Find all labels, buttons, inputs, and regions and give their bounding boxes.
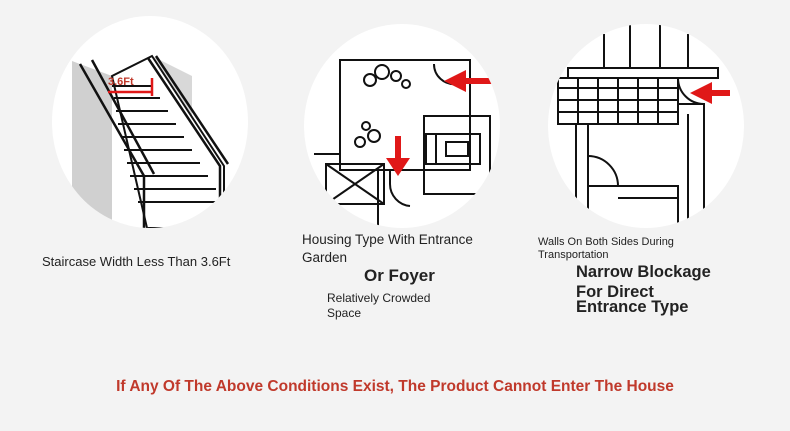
- floor-plan-caption-line2: Garden: [302, 250, 348, 265]
- floor-plan-illustration: [304, 24, 500, 228]
- narrow-walls-caption-big-line3: Entrance Type: [576, 298, 689, 316]
- floor-plan-caption-big: Or Foyer: [364, 266, 435, 285]
- staircase-illustration: 3.6Ft: [52, 16, 248, 228]
- narrow-walls-illustration: [548, 24, 744, 228]
- floor-plan-caption-small-line1: Relatively Crowded: [327, 291, 431, 305]
- staircase-caption: Staircase Width Less Than 3.6Ft: [42, 254, 231, 269]
- narrow-walls-icon: [557, 24, 730, 228]
- staircase-width-label: 3.6Ft: [108, 76, 134, 88]
- floor-plan-garden-icon: [314, 59, 494, 228]
- narrow-walls-caption-small-line1: Walls On Both Sides During: [538, 236, 674, 248]
- floor-plan-caption-small-line2: Space: [327, 306, 362, 320]
- staircase-icon: [72, 54, 230, 228]
- narrow-walls-caption-big-line2: For Direct: [576, 283, 654, 301]
- narrow-walls-caption-big-line1: Narrow Blockage: [576, 263, 711, 281]
- narrow-walls-caption-small-line2: Transportation: [538, 249, 609, 261]
- floor-plan-caption-line1: Housing Type With Entrance: [302, 232, 473, 247]
- entry-warning: If Any Of The Above Conditions Exist, Th…: [116, 378, 674, 395]
